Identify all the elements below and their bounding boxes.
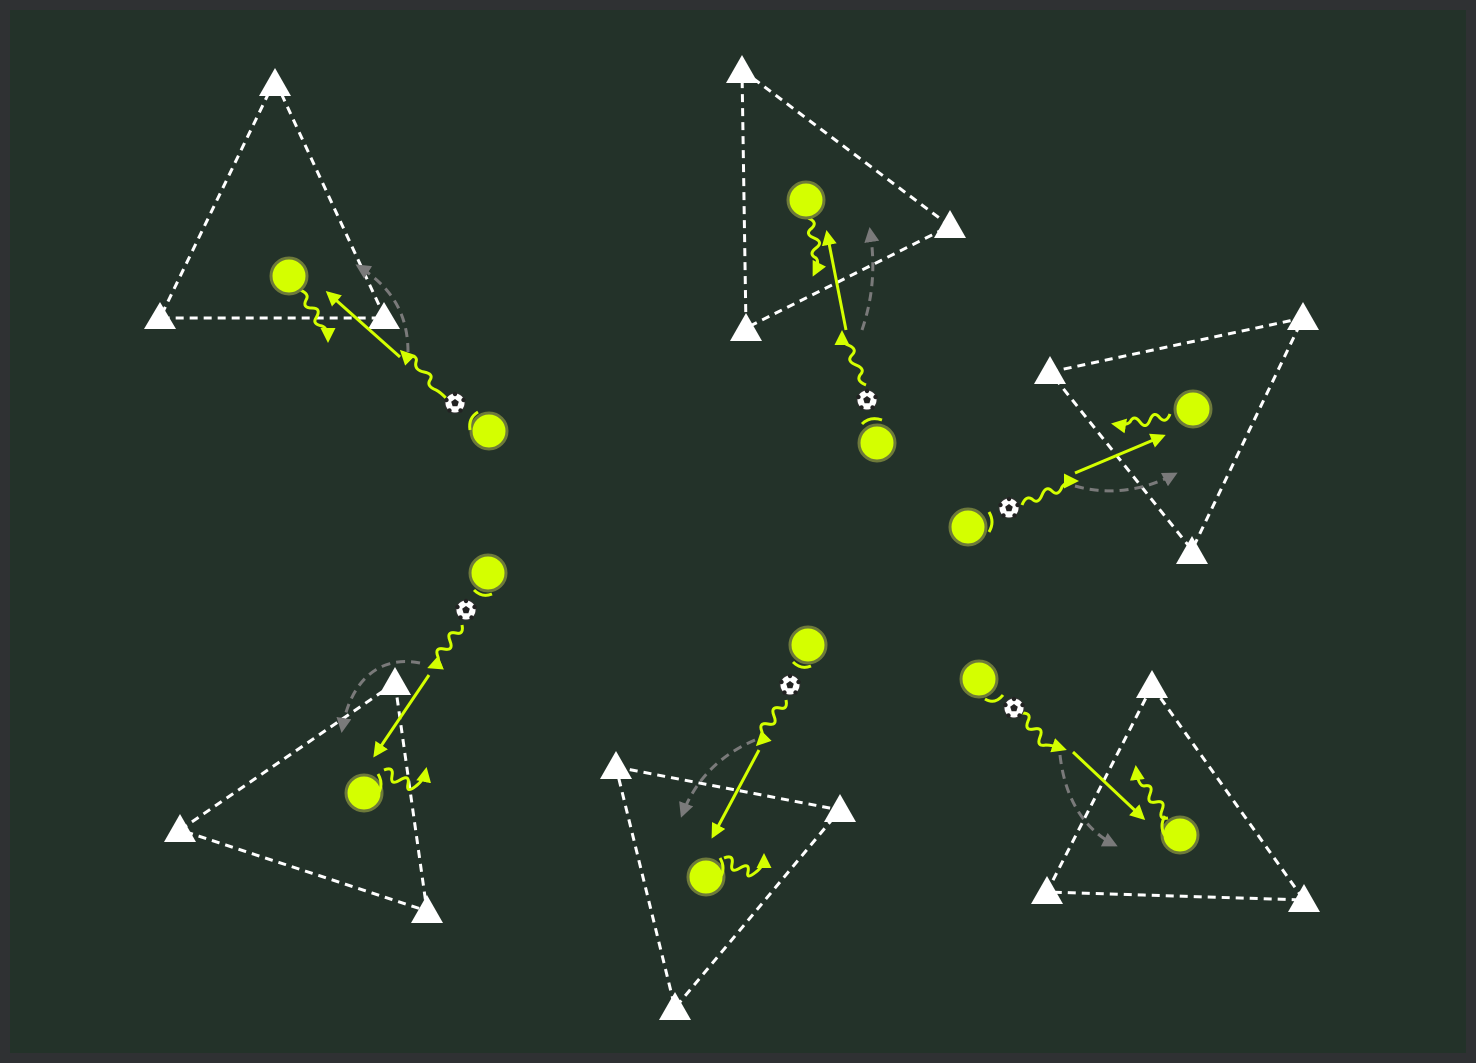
station-right — [948, 302, 1319, 564]
player — [686, 857, 726, 897]
station-bottom-center — [600, 625, 856, 1020]
cone-icon — [368, 302, 400, 329]
player — [468, 553, 508, 593]
pass-arrow — [1071, 750, 1146, 821]
cone-icon — [659, 992, 691, 1020]
dribble-arrow — [723, 853, 772, 878]
cone-icon — [1287, 302, 1319, 330]
player — [1173, 389, 1213, 429]
player — [959, 659, 999, 699]
cone-icon — [1034, 356, 1066, 384]
pass-arrow — [325, 291, 401, 359]
zone-boundary — [1044, 683, 1307, 902]
cone-icon — [1288, 884, 1320, 912]
player — [788, 625, 828, 665]
zone-boundary — [1047, 315, 1306, 553]
dribble-arrow — [1111, 413, 1172, 434]
run-arrow — [679, 738, 756, 818]
player — [344, 773, 384, 813]
pass-arrow — [821, 230, 848, 331]
cone-icon — [934, 210, 966, 238]
dribble-arrow — [427, 624, 464, 670]
cone-icon — [411, 895, 443, 923]
player-facing-arc — [376, 773, 383, 795]
pitch-background — [10, 10, 1466, 1053]
dribble-arrow — [807, 216, 827, 277]
player-facing-arc — [984, 694, 1005, 703]
player-facing-arc — [472, 588, 493, 597]
zone-boundary — [740, 66, 953, 331]
player-facing-arc — [791, 660, 812, 669]
player — [786, 180, 826, 220]
dribble-arrow — [834, 330, 867, 387]
station-bottom-right — [959, 659, 1320, 912]
cone-icon — [144, 302, 176, 329]
pass-arrow — [711, 749, 761, 839]
dribble-arrow — [1020, 473, 1079, 506]
player — [469, 411, 509, 451]
station-top-center — [726, 55, 966, 463]
run-arrow — [860, 227, 880, 331]
run-arrow — [355, 264, 410, 353]
cone-icon — [726, 55, 758, 83]
cone-icon — [164, 814, 196, 842]
dribble-arrow — [383, 767, 431, 791]
cone-icon — [730, 313, 762, 341]
player — [1160, 815, 1200, 855]
player — [948, 507, 988, 547]
dribble-arrow — [755, 699, 788, 747]
player — [269, 256, 309, 296]
cone-icon — [1136, 670, 1168, 698]
player — [857, 423, 897, 463]
dribble-arrow — [1021, 711, 1067, 753]
dribble-arrow — [299, 288, 336, 343]
station-top-left — [144, 68, 509, 451]
pass-arrow — [1074, 433, 1166, 475]
player-facing-arc — [1160, 815, 1167, 837]
cone-icon — [1176, 536, 1208, 564]
player-facing-arc — [468, 410, 479, 431]
zone-boundary — [157, 76, 388, 320]
cone-icon — [600, 751, 632, 779]
zone-boundary — [613, 765, 843, 1012]
player-facing-arc — [718, 857, 725, 879]
dribble-arrow — [399, 349, 448, 400]
station-bottom-left — [164, 553, 508, 923]
cone-icon — [379, 667, 411, 695]
cone-icon — [1031, 876, 1063, 904]
run-arrow — [1074, 472, 1178, 493]
pass-arrow — [373, 674, 431, 758]
dribble-arrow — [1129, 765, 1169, 820]
cone-icon — [824, 794, 856, 822]
player-facing-arc — [987, 511, 994, 533]
cone-icon — [259, 68, 291, 96]
zone-boundary — [176, 680, 429, 914]
player-facing-arc — [860, 417, 883, 426]
